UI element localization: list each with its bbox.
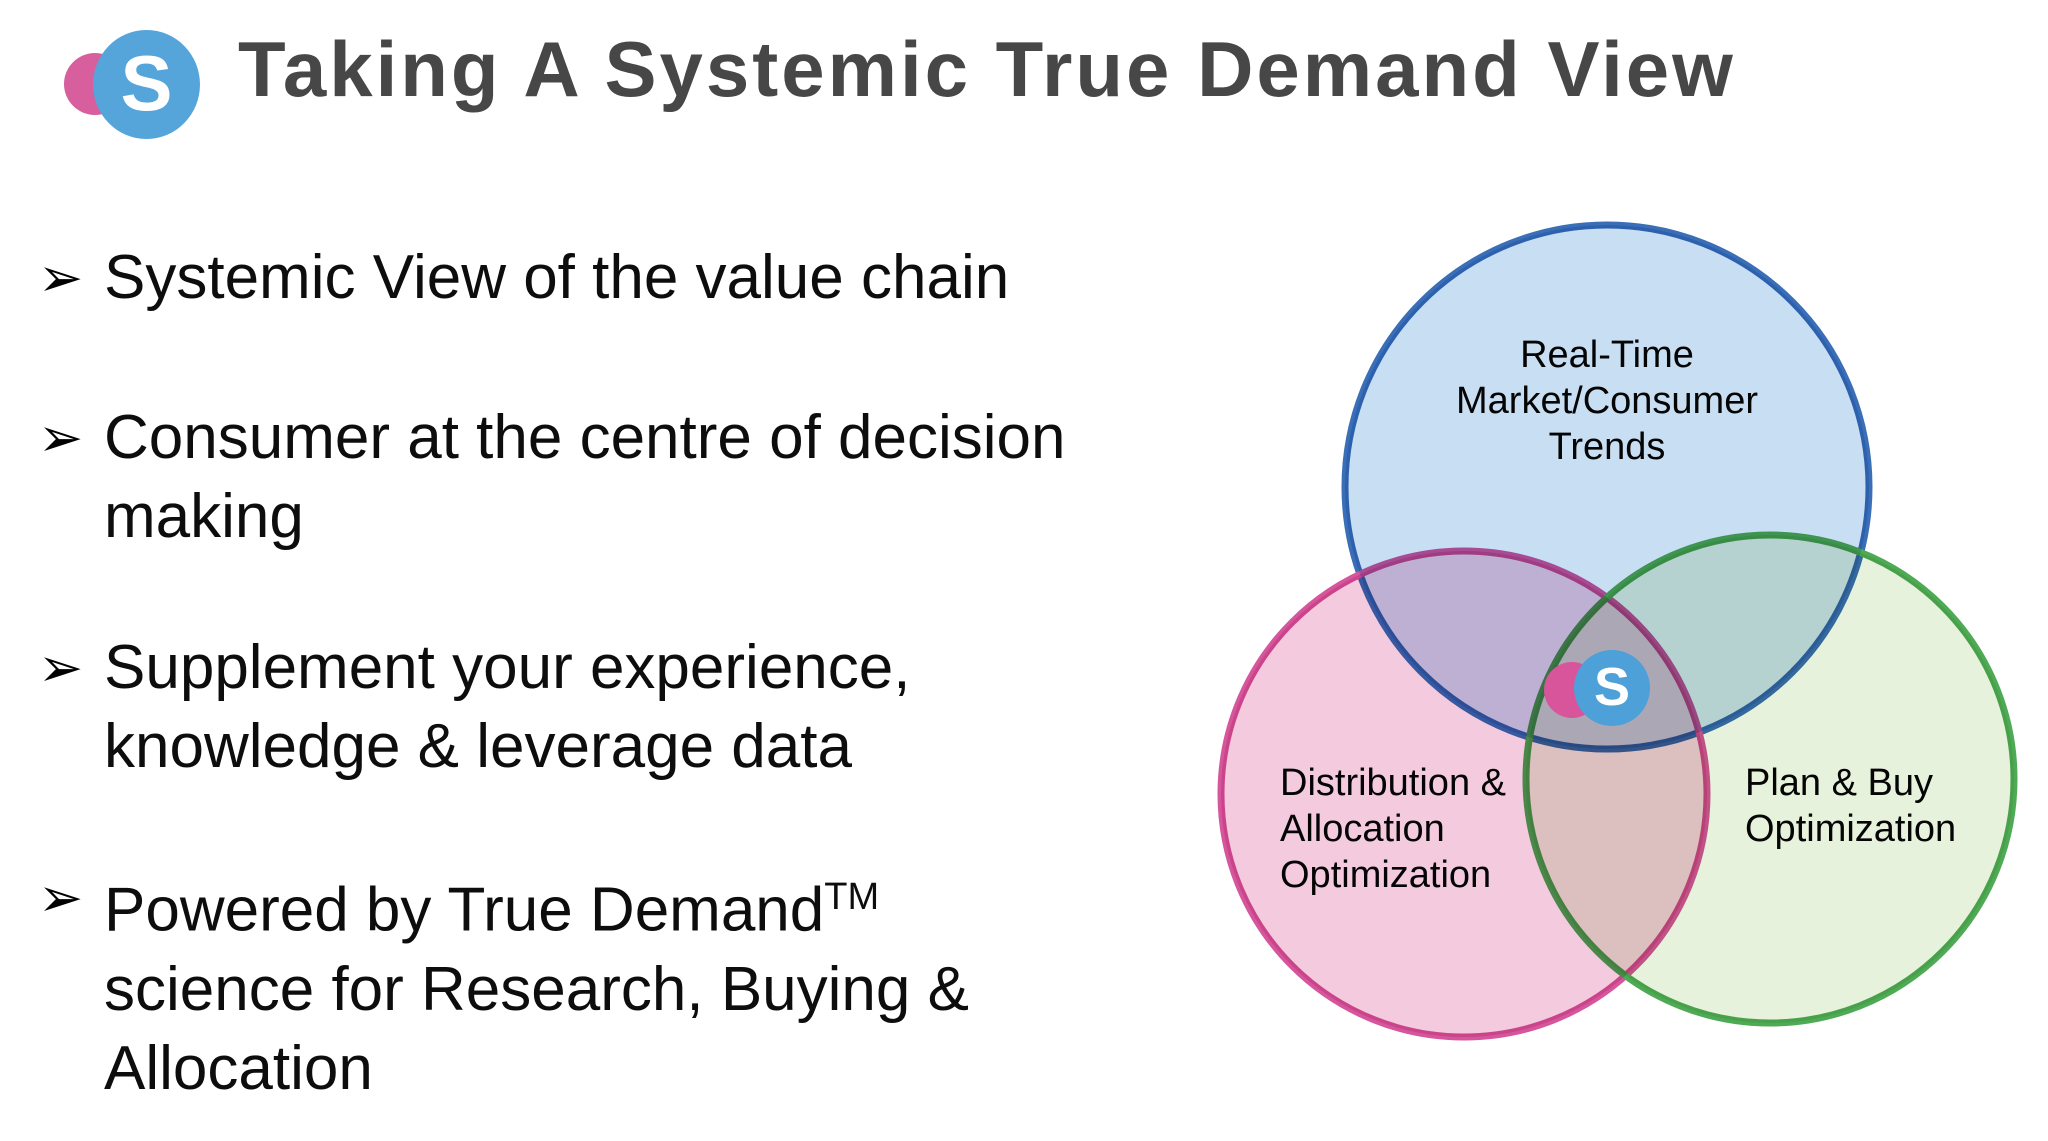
- bullet-text: Powered by True DemandTM science for Res…: [104, 858, 969, 1108]
- bullet-item-powered-by-true-demand: ➢ Powered by True DemandTM science for R…: [38, 858, 1066, 1108]
- bullet-item-consumer-centre: ➢ Consumer at the centre of decision mak…: [38, 398, 1066, 556]
- arrow-bullet-icon: ➢: [38, 406, 84, 469]
- bullet-line: science for Research, Buying &: [104, 954, 969, 1024]
- bullet-line: making: [104, 482, 304, 551]
- venn-circle-fill-green: [1526, 535, 2014, 1023]
- bullet-line: Systemic View of the value chain: [104, 243, 1010, 312]
- venn-label-line: Plan & Buy: [1745, 762, 1933, 804]
- bullet-text: Systemic View of the value chain: [104, 238, 1009, 317]
- arrow-bullet-icon: ➢: [38, 866, 84, 929]
- venn-label-line: Real-Time: [1520, 334, 1694, 376]
- venn-label-real-time-market-consumer-trends: Real-Time Market/Consumer Trends: [1397, 332, 1817, 470]
- bullet-text: Supplement your experience, knowledge & …: [104, 628, 910, 786]
- bullet-line: Allocation: [104, 1033, 373, 1103]
- bullet-item-systemic-view: ➢ Systemic View of the value chain: [38, 238, 1066, 317]
- venn-label-line: Allocation: [1280, 808, 1445, 850]
- bullet-list: ➢ Systemic View of the value chain ➢ Con…: [38, 238, 1066, 1108]
- arrow-bullet-icon: ➢: [38, 636, 84, 699]
- venn-label-line: Optimization: [1280, 854, 1492, 896]
- page-title: Taking A Systemic True Demand View: [238, 25, 1736, 113]
- bullet-line: Supplement your experience,: [104, 633, 911, 702]
- bullet-line: Powered by True DemandTM: [104, 875, 880, 945]
- venn-center-logo-letter: S: [1593, 657, 1631, 717]
- venn-label-plan-buy-optimization: Plan & Buy Optimization: [1745, 760, 1956, 852]
- bullet-line: Consumer at the centre of decision: [104, 403, 1066, 472]
- brand-logo: S: [60, 20, 220, 150]
- venn-label-line: Trends: [1548, 426, 1666, 468]
- venn-circles-graphic: [1217, 221, 2018, 1041]
- venn-label-line: Optimization: [1745, 808, 1957, 850]
- brand-logo-letter: S: [120, 38, 173, 127]
- venn-diagram: Real-Time Market/Consumer Trends Distrib…: [1200, 150, 2048, 1070]
- venn-center-logo-blue-circle: S: [1574, 650, 1650, 726]
- venn-label-line: Distribution &: [1280, 762, 1506, 804]
- bullet-line: knowledge & leverage data: [104, 712, 852, 781]
- trademark-superscript: TM: [824, 876, 880, 918]
- brand-logo-blue-circle: S: [93, 30, 200, 139]
- venn-label-line: Market/Consumer: [1456, 380, 1758, 422]
- arrow-bullet-icon: ➢: [38, 246, 84, 309]
- venn-label-distribution-allocation-optimization: Distribution & Allocation Optimization: [1280, 760, 1506, 898]
- bullet-text: Consumer at the centre of decision makin…: [104, 398, 1066, 556]
- bullet-item-supplement-experience: ➢ Supplement your experience, knowledge …: [38, 628, 1066, 786]
